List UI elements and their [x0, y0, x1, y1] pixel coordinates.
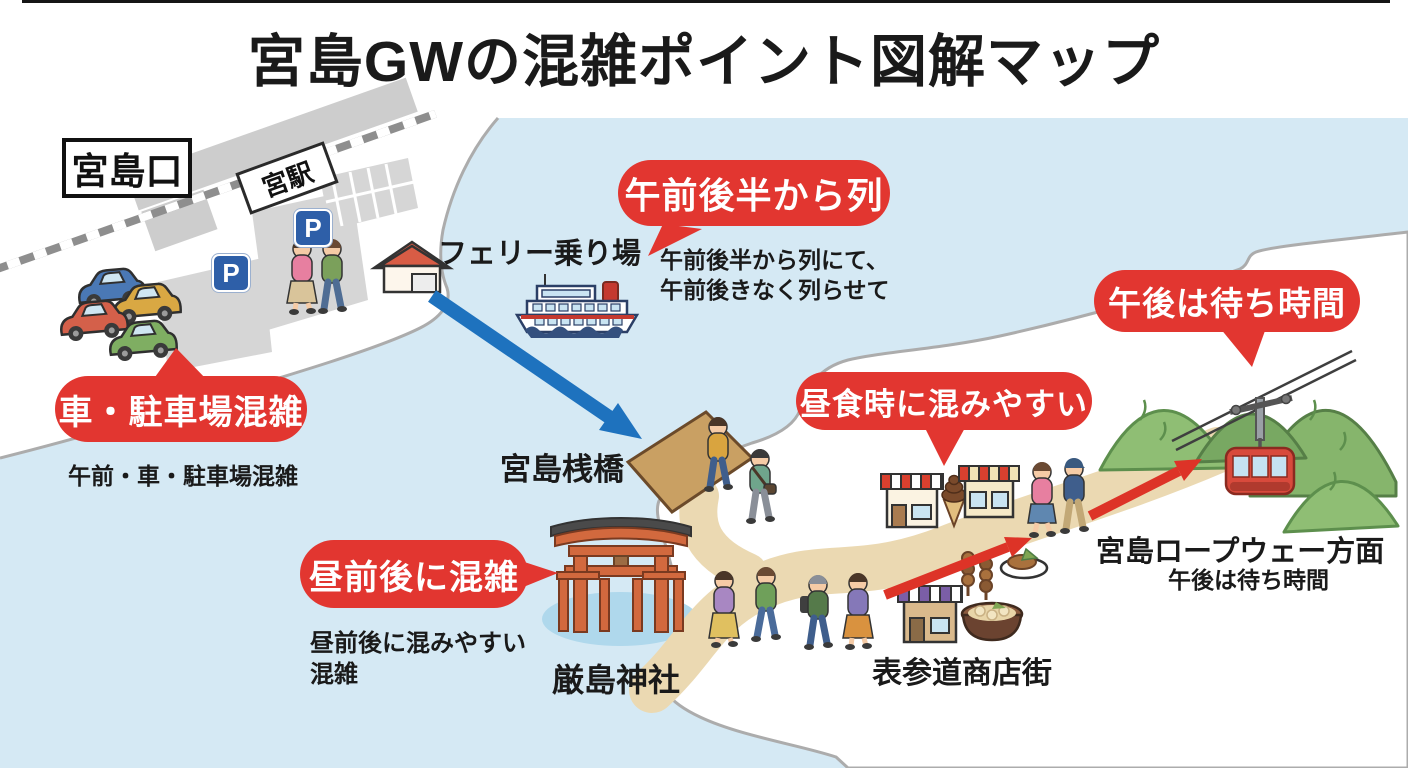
lunch-congestion-bubble: 昼食時に混みやすい	[796, 372, 1092, 430]
ferry-queue-note-line1: 午前後半から列にて、	[660, 247, 889, 273]
car-icon-green	[109, 319, 178, 362]
shrine-congestion-note-line1: 昼前後に混みやすい	[310, 630, 526, 657]
top-border-line	[22, 0, 1390, 3]
pedestrian-icon	[704, 417, 733, 492]
ferry-route-arrow	[428, 290, 642, 439]
pedestrian-icon	[842, 573, 874, 650]
shop-icon	[880, 473, 944, 529]
pedestrian-icon	[318, 239, 347, 314]
food-plate-icon	[999, 547, 1049, 580]
route-arrow-icon	[883, 459, 1202, 600]
walking-path	[629, 427, 1241, 713]
pedestrian-icon	[746, 449, 777, 524]
miyajimaguchi-label: 宮島口	[62, 138, 192, 198]
parking-congestion-note: 午前・車・駐車場混雑	[68, 463, 298, 489]
noodle-bowl-icon	[960, 601, 1024, 642]
ropeway-wait-bubble: 午後は待ち時間	[1094, 270, 1360, 332]
pedestrian-icon	[1060, 458, 1089, 534]
pedestrian-icon	[708, 571, 740, 648]
parking-sign-icon: P	[294, 209, 332, 247]
ropeway-gondola-icon	[1224, 393, 1296, 496]
shrine-congestion-bubble: 昼前後に混雑	[300, 540, 528, 608]
soft-serve-icon	[941, 474, 967, 529]
ferry-queue-bubble: 午前後半から列	[618, 160, 890, 226]
ropeway-direction-label: 宮島ロープウェー方面	[1096, 536, 1385, 568]
pier-label: 宮島桟橋	[500, 452, 624, 487]
railway-track-icon	[0, 77, 437, 279]
pedestrian-icon	[1027, 462, 1057, 538]
parking-sign-icon: P	[212, 254, 250, 292]
ropeway-wait-note: 午後は待ち時間	[1168, 567, 1329, 593]
ferry-icon	[514, 274, 640, 338]
shopping-street-label: 表参道商店街	[872, 657, 1052, 690]
shrine-label: 厳島神社	[552, 662, 681, 698]
pedestrian-icon	[800, 575, 833, 650]
shop-icon	[897, 585, 963, 644]
car-icon-red	[60, 299, 129, 342]
ferry-queue-note-line2: 午前後きなく列らせて	[660, 276, 890, 303]
pedestrian-icon	[751, 567, 781, 642]
ferry-terminal-label: フェリー乗り場	[438, 238, 642, 270]
torii-gate-icon	[550, 517, 692, 633]
shrine-congestion-note: 昼前後に混みやすい 混雑	[310, 628, 526, 690]
ferry-queue-note: 午前後半から列にて、 午前後きなく列らせて	[660, 246, 890, 306]
page-title: 宮島GWの混雑ポイント図解マップ	[247, 30, 1161, 94]
parking-spaces	[320, 158, 418, 230]
ferry-terminal-icon	[369, 240, 455, 294]
shrine-congestion-note-line2: 混雑	[310, 661, 358, 689]
shop-icon	[958, 465, 1020, 519]
parking-congestion-bubble: 車・駐車場混雑	[55, 376, 307, 442]
